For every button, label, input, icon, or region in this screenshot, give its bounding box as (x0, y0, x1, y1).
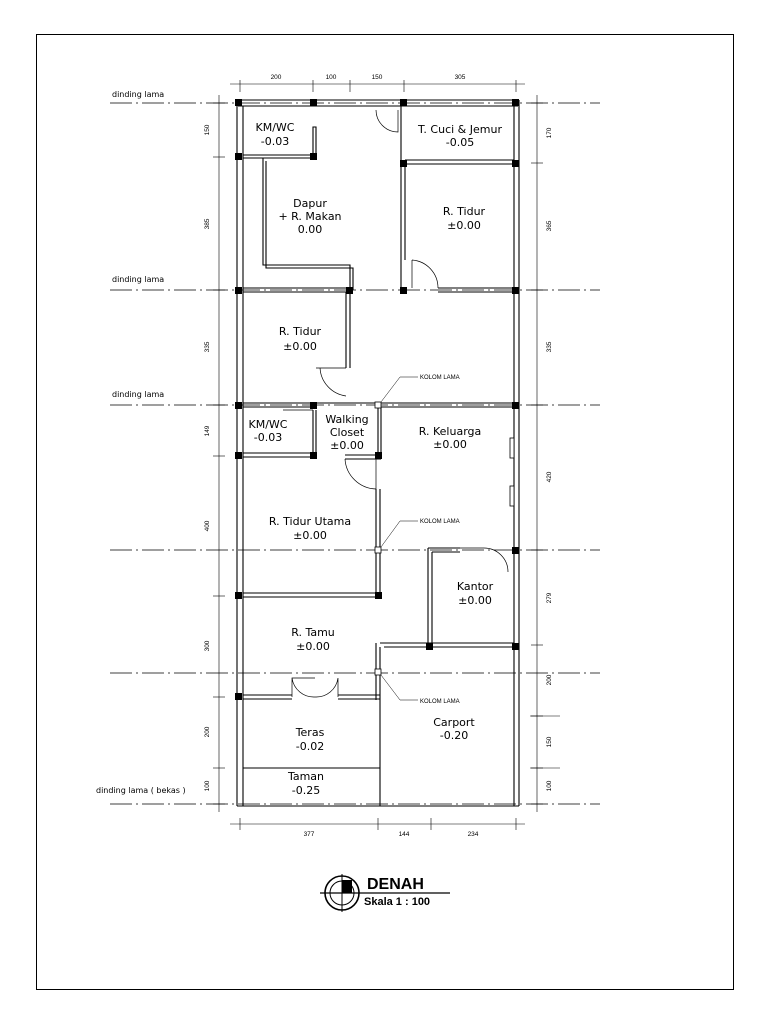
room-name: KM/WC (249, 418, 288, 431)
room-name: R. Keluarga (419, 425, 482, 438)
svg-text:100: 100 (546, 780, 553, 791)
room-name: Teras (295, 726, 325, 739)
kolom-label: KOLOM LAMA (420, 699, 460, 705)
svg-text:385: 385 (204, 218, 211, 229)
room-name: Dapur (293, 197, 327, 210)
room-level: -0.03 (254, 431, 282, 444)
svg-text:420: 420 (546, 471, 553, 482)
room-level: ±0.00 (330, 439, 364, 452)
svg-text:200: 200 (271, 74, 282, 81)
side-label: dinding lama (112, 390, 164, 399)
svg-text:149: 149 (204, 425, 211, 436)
svg-text:400: 400 (204, 520, 211, 531)
drawing-frame (36, 34, 734, 990)
svg-text:150: 150 (204, 124, 211, 135)
svg-text:335: 335 (546, 341, 553, 352)
room-level: ±0.00 (458, 594, 492, 607)
room-labels: KM/WC -0.03 T. Cuci & Jemur -0.05 Dapur … (249, 121, 503, 797)
room-name: KM/WC (256, 121, 295, 134)
svg-text:305: 305 (455, 74, 466, 81)
dimension-texts: 200 100 150 305 377 144 234 150 385 335 … (204, 74, 553, 838)
side-label: dinding lama (112, 90, 164, 99)
title-block: DENAH Skala 1 : 100 (320, 874, 450, 912)
columns (235, 99, 519, 700)
room-name-2: + R. Makan (278, 210, 341, 223)
kolom-leaders (380, 376, 418, 701)
room-level: -0.03 (261, 135, 289, 148)
room-level: ±0.00 (433, 438, 467, 451)
room-level: ±0.00 (283, 340, 317, 353)
svg-text:170: 170 (546, 127, 553, 138)
svg-text:335: 335 (204, 341, 211, 352)
side-label: dinding lama ( bekas ) (96, 786, 186, 795)
drawing-title: DENAH (367, 876, 424, 893)
room-level: -0.20 (440, 729, 468, 742)
room-name: Walking (325, 413, 368, 426)
room-level: ±0.00 (296, 640, 330, 653)
svg-text:279: 279 (546, 592, 553, 603)
svg-text:144: 144 (399, 831, 410, 838)
room-level: ±0.00 (447, 219, 481, 232)
doors (283, 109, 509, 698)
room-name-2: Closet (330, 426, 365, 439)
grid-axes (110, 102, 600, 805)
room-level: -0.25 (292, 784, 320, 797)
drawing-scale: Skala 1 : 100 (364, 896, 430, 908)
svg-text:200: 200 (204, 726, 211, 737)
room-name: R. Tidur (443, 205, 486, 218)
svg-text:200: 200 (546, 674, 553, 685)
room-name: R. Tidur (279, 325, 322, 338)
svg-text:234: 234 (468, 831, 479, 838)
kolom-label: KOLOM LAMA (420, 375, 460, 381)
svg-text:100: 100 (326, 74, 337, 81)
kolom-label: KOLOM LAMA (420, 519, 460, 525)
room-name: R. Tamu (291, 626, 335, 639)
svg-text:377: 377 (304, 831, 315, 838)
room-level: -0.05 (446, 136, 474, 149)
svg-text:365: 365 (546, 220, 553, 231)
svg-text:150: 150 (372, 74, 383, 81)
side-label: dinding lama (112, 275, 164, 284)
dimension-lines (213, 80, 543, 830)
room-level: -0.02 (296, 740, 324, 753)
room-level: ±0.00 (293, 529, 327, 542)
svg-text:100: 100 (204, 780, 211, 791)
room-name: Taman (287, 770, 324, 783)
room-name: R. Tidur Utama (269, 515, 351, 528)
room-level: 0.00 (298, 223, 323, 236)
room-name: Carport (433, 716, 475, 729)
svg-text:150: 150 (546, 736, 553, 747)
svg-text:300: 300 (204, 640, 211, 651)
room-name: T. Cuci & Jemur (417, 123, 502, 136)
room-name: Kantor (457, 580, 494, 593)
